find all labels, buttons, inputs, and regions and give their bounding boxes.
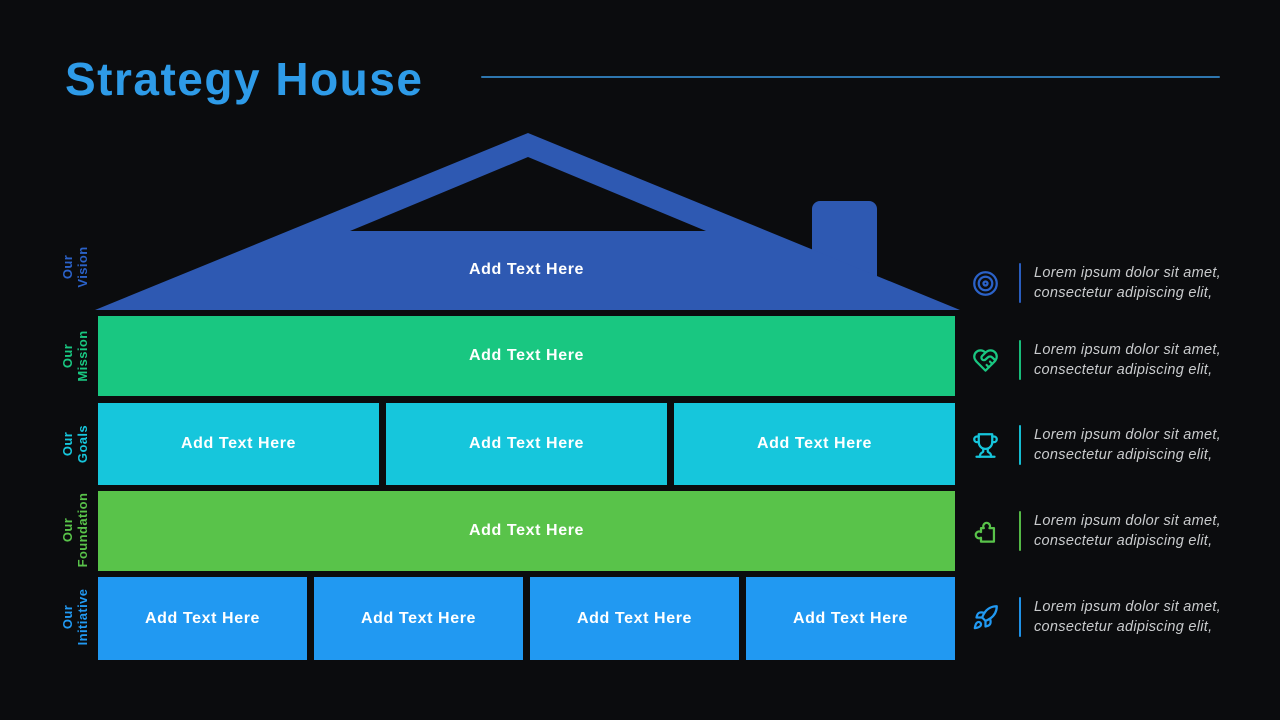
legend-item-goals: Lorem ipsum dolor sit amet, consectetur … xyxy=(972,421,1240,469)
vision-placeholder[interactable]: Add Text Here xyxy=(98,261,955,279)
legend-text-vision-line2: consectetur adipiscing elit, xyxy=(1034,285,1213,301)
initiative-placeholder-2[interactable]: Add Text Here xyxy=(314,577,523,660)
legend-text-initiative-line2: consectetur adipiscing elit, xyxy=(1034,619,1213,635)
legend-text-vision: Lorem ipsum dolor sit amet, consectetur … xyxy=(1034,263,1221,303)
goal-placeholder-1[interactable]: Add Text Here xyxy=(98,403,379,485)
side-label-initiative-line1: Our xyxy=(59,604,75,630)
foundation-placeholder[interactable]: Add Text Here xyxy=(98,491,955,571)
house-roof-shape xyxy=(95,133,960,310)
trophy-icon xyxy=(972,432,999,459)
goal-placeholder-2-label: Add Text Here xyxy=(468,435,585,452)
initiative-placeholder-4[interactable]: Add Text Here xyxy=(746,577,955,660)
side-label-goals-line1: Our xyxy=(59,431,75,457)
roof-inner-cutout xyxy=(350,157,706,231)
legend-text-initiative: Lorem ipsum dolor sit amet, consectetur … xyxy=(1034,597,1221,637)
mission-band: Add Text Here xyxy=(98,316,955,396)
legend-divider xyxy=(1019,425,1021,465)
legend-text-foundation-line2: consectetur adipiscing elit, xyxy=(1034,533,1213,549)
legend-item-initiative: Lorem ipsum dolor sit amet, consectetur … xyxy=(972,593,1240,641)
legend-divider xyxy=(1019,340,1021,380)
vision-placeholder-label: Add Text Here xyxy=(468,261,585,278)
legend-divider xyxy=(1019,597,1021,637)
target-icon xyxy=(972,270,999,297)
side-label-goals-line2: Goals xyxy=(75,424,90,464)
legend-item-foundation: Lorem ipsum dolor sit amet, consectetur … xyxy=(972,507,1240,555)
side-label-initiative-line2: Initiative xyxy=(75,588,90,646)
legend-item-vision: Lorem ipsum dolor sit amet, consectetur … xyxy=(972,259,1240,307)
foundation-band: Add Text Here xyxy=(98,491,955,571)
heart-handshake-icon xyxy=(972,347,999,374)
legend-text-mission-line2: consectetur adipiscing elit, xyxy=(1034,362,1213,378)
goal-placeholder-3-label: Add Text Here xyxy=(756,435,873,452)
mission-placeholder-label: Add Text Here xyxy=(468,347,585,364)
title-divider-line xyxy=(481,76,1220,78)
mission-placeholder[interactable]: Add Text Here xyxy=(98,316,955,396)
goal-placeholder-3[interactable]: Add Text Here xyxy=(674,403,955,485)
initiative-placeholder-1-label: Add Text Here xyxy=(144,609,261,627)
goals-band: Add Text Here Add Text Here Add Text Her… xyxy=(98,403,955,485)
goal-placeholder-2[interactable]: Add Text Here xyxy=(386,403,667,485)
goal-placeholder-1-label: Add Text Here xyxy=(180,435,297,452)
side-label-initiative: Our Initiative xyxy=(53,547,97,687)
legend-text-goals: Lorem ipsum dolor sit amet, consectetur … xyxy=(1034,425,1221,465)
legend-divider xyxy=(1019,263,1021,303)
legend-text-goals-line2: consectetur adipiscing elit, xyxy=(1034,447,1213,463)
legend-divider xyxy=(1019,511,1021,551)
initiative-placeholder-3-label: Add Text Here xyxy=(576,609,693,627)
foundation-placeholder-label: Add Text Here xyxy=(468,522,585,539)
side-label-foundation-line1: Our xyxy=(59,517,75,543)
slide-title: Strategy House xyxy=(65,53,424,105)
initiative-placeholder-4-label: Add Text Here xyxy=(792,609,909,627)
initiative-placeholder-3[interactable]: Add Text Here xyxy=(530,577,739,660)
puzzle-icon xyxy=(972,518,999,545)
rocket-icon xyxy=(972,604,999,631)
legend-item-mission: Lorem ipsum dolor sit amet, consectetur … xyxy=(972,336,1240,384)
legend-text-initiative-line1: Lorem ipsum dolor sit amet, xyxy=(1034,599,1221,615)
legend-text-mission-line1: Lorem ipsum dolor sit amet, xyxy=(1034,342,1221,358)
side-label-vision-line2: Vision xyxy=(75,246,90,288)
initiative-placeholder-1[interactable]: Add Text Here xyxy=(98,577,307,660)
initiative-band: Add Text Here Add Text Here Add Text Her… xyxy=(98,577,955,660)
legend-text-foundation-line1: Lorem ipsum dolor sit amet, xyxy=(1034,513,1221,529)
side-label-mission-line1: Our xyxy=(59,343,75,369)
legend-text-mission: Lorem ipsum dolor sit amet, consectetur … xyxy=(1034,340,1221,380)
legend-text-goals-line1: Lorem ipsum dolor sit amet, xyxy=(1034,427,1221,443)
initiative-placeholder-2-label: Add Text Here xyxy=(360,609,477,627)
side-label-vision-line1: Our xyxy=(59,254,75,280)
legend-text-foundation: Lorem ipsum dolor sit amet, consectetur … xyxy=(1034,511,1221,551)
legend-text-vision-line1: Lorem ipsum dolor sit amet, xyxy=(1034,265,1221,281)
